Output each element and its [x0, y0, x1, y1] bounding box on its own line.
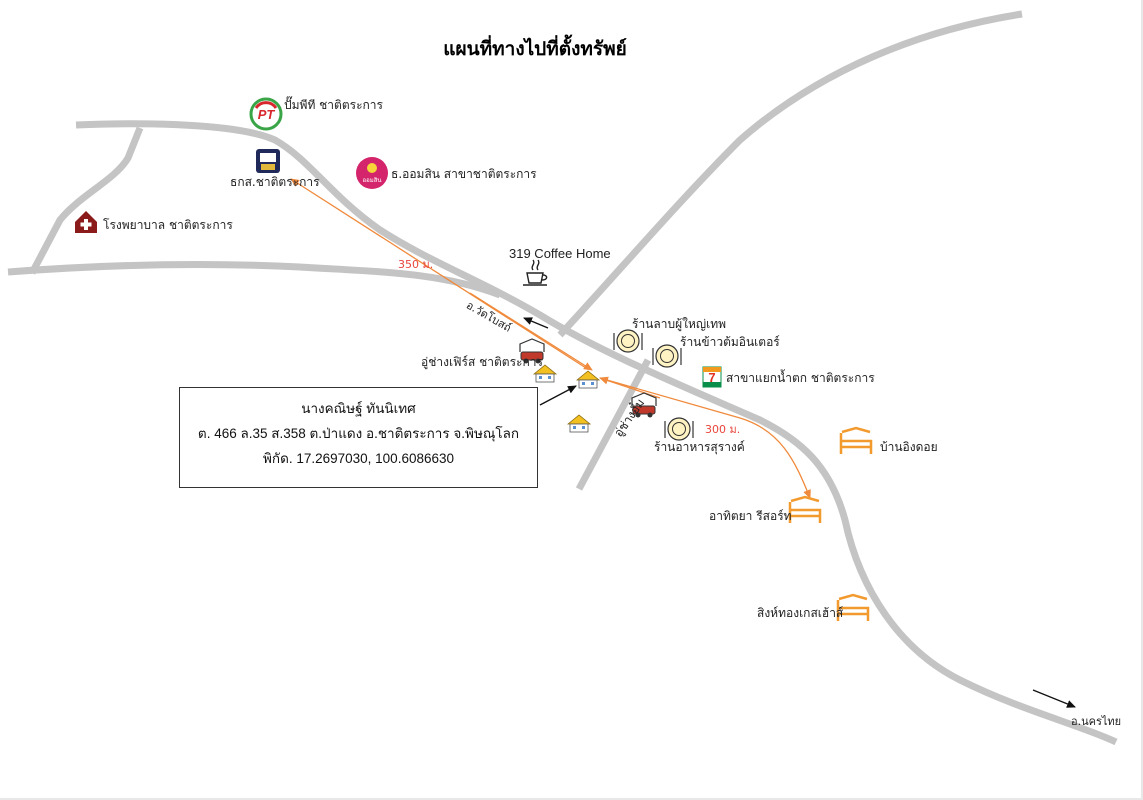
arrow-wat-bot — [523, 317, 549, 329]
road-south — [575, 358, 652, 491]
map-title: แผนที่ทางไปที่ตั้งทรัพย์ — [443, 38, 627, 60]
garage-car-icon-um — [631, 392, 657, 418]
label-hospital: โรงพยาบาล ชาติตระการ — [103, 218, 233, 232]
baac-bank-icon — [256, 149, 280, 173]
seven-eleven-text: 7 — [708, 370, 715, 385]
gsb-bank-icon: ออมสิน — [356, 157, 388, 189]
label-coffee: 319 Coffee Home — [509, 246, 611, 261]
arrow-nakhon-thai — [1032, 689, 1076, 708]
road-loop — [28, 126, 144, 275]
bed-icon-athitaya — [788, 495, 822, 523]
direction-arrows — [523, 317, 1076, 708]
ptt-logo-icon: PT — [249, 97, 283, 131]
roads — [7, 10, 1118, 746]
road-main — [75, 120, 1118, 746]
road-northeast — [557, 10, 1023, 338]
route-from-wat-bot — [469, 292, 593, 371]
distance-label-350: 350 ม. — [398, 258, 434, 271]
label-athitaya: อาทิตยา รีสอร์ท — [709, 509, 792, 523]
coordinates: พิกัด. 17.2697030, 100.6086630 — [263, 451, 454, 466]
bed-icon-singthong — [836, 593, 870, 621]
house-icon-bottom — [566, 414, 592, 433]
label-khaotom: ร้านข้าวต้มอินเตอร์ — [680, 335, 780, 349]
arrow-address-pointer — [539, 385, 577, 406]
bed-icon-baaning — [839, 426, 873, 454]
label-gsb: ธ.ออมสิน สาขาชาติตระการ — [391, 167, 537, 181]
road-west — [7, 261, 502, 299]
address-line: ต. 466 ล.35 ส.358 ต.ป่าแดง อ.ชาติตระการ … — [197, 426, 520, 441]
route-lines — [290, 178, 811, 499]
house-icon-target — [575, 370, 601, 389]
seven-eleven-icon: 7 — [702, 366, 722, 388]
label-singthong: สิงห์ทองเกสเฮ้าส์ — [757, 606, 844, 620]
label-garage-first: อู่ช่างเฟิร์ส ชาติตระการ — [421, 355, 543, 369]
coffee-cup-icon — [523, 259, 548, 286]
distance-label-300: 300 ม. — [705, 423, 741, 436]
label-baac: ธกส.ชาติตระการ — [230, 175, 320, 189]
label-laab: ร้านลาบผู้ใหญ่เทพ — [632, 317, 727, 331]
label-ptt: ปั๊มพีที ชาติตระการ — [284, 98, 383, 112]
plate-icon-surang — [664, 417, 694, 441]
owner-name: นางคณิษฐ์ ทันนิเทศ — [301, 401, 416, 416]
label-baaning: บ้านอิงดอย — [880, 440, 938, 454]
plate-icon-khaotom — [652, 344, 682, 368]
hospital-icon — [75, 211, 97, 233]
route-to-baac — [290, 178, 587, 369]
address-box: นางคณิษฐ์ ทันนิเทศ ต. 466 ล.35 ส.358 ต.ป… — [179, 387, 538, 488]
ptt-logo-text: PT — [258, 107, 276, 122]
house-icon-left — [532, 364, 558, 383]
gsb-logo-text: ออมสิน — [363, 177, 382, 184]
label-surang: ร้านอาหารสุรางค์ — [654, 440, 745, 454]
garage-car-icon-first — [519, 338, 545, 364]
plate-icon-laab — [613, 329, 643, 353]
label-seven: สาขาแยกน้ำตก ชาติตระการ — [726, 371, 875, 385]
road-label-nakhon-thai: อ.นครไทย — [1071, 715, 1122, 728]
route-to-athitaya — [599, 377, 811, 499]
